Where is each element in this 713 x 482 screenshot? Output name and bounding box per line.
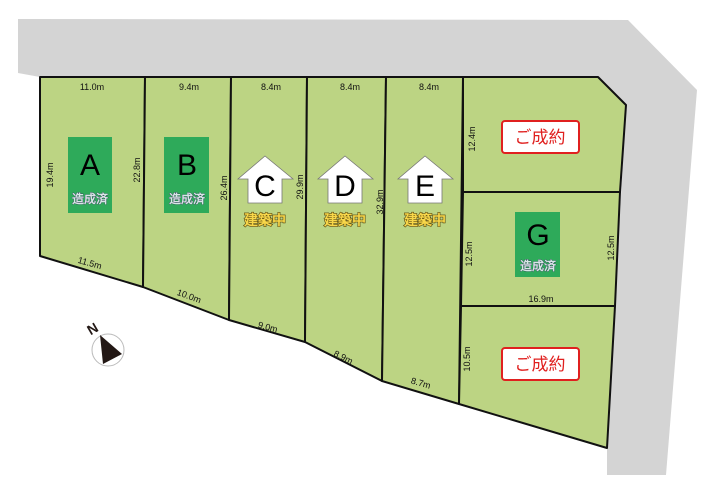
dim-g-right: 12.5m (606, 235, 616, 260)
status-h: ご成約 (515, 355, 566, 375)
sold-badge-h (501, 347, 580, 381)
lot-label-c: C (254, 170, 276, 203)
dim-c-left: 26.4m (219, 175, 229, 200)
badge-g (515, 212, 560, 277)
lot-label-d: D (334, 170, 356, 203)
status-g: 造成済 (520, 258, 557, 273)
dim-h-left: 10.5m (462, 346, 472, 371)
lot-label-a: A (80, 149, 100, 182)
dim-a-top: 11.0m (80, 82, 104, 92)
status-e: 建築中 (404, 212, 446, 229)
badge-b (164, 137, 209, 213)
dim-d-left: 29.9m (295, 174, 305, 199)
badge-a (68, 137, 112, 213)
dim-e-top: 8.4m (419, 82, 439, 92)
dim-b-top: 9.4m (179, 82, 199, 92)
status-b: 造成済 (169, 191, 206, 206)
dim-g-left: 12.5m (464, 241, 474, 266)
north-label: N (84, 319, 101, 338)
dim-a-left: 19.4m (45, 162, 55, 187)
status-d: 建築中 (324, 212, 366, 229)
lot-label-b: B (177, 149, 197, 182)
dim-c-top: 8.4m (261, 82, 281, 92)
lot-c[interactable] (228, 76, 308, 343)
dim-g-bottom: 16.9m (528, 294, 553, 304)
lot-label-g: G (526, 219, 549, 252)
status-c: 建築中 (244, 212, 286, 229)
status-f: ご成約 (515, 128, 566, 148)
road (18, 19, 697, 475)
dim-b-left: 22.8m (132, 157, 142, 182)
dim-d-top: 8.4m (340, 82, 360, 92)
dim-f-left: 12.4m (467, 126, 477, 151)
house-icon-c (236, 155, 295, 204)
lot-d[interactable] (304, 76, 387, 382)
sold-badge-f (501, 120, 580, 154)
status-a: 造成済 (72, 191, 109, 206)
lot-label-e: E (415, 170, 435, 203)
dim-e-left: 32.9m (375, 189, 385, 214)
lot-e[interactable] (381, 76, 464, 405)
house-icon-e (396, 155, 455, 204)
house-icon-d (316, 155, 375, 204)
compass-icon: N (84, 319, 125, 367)
